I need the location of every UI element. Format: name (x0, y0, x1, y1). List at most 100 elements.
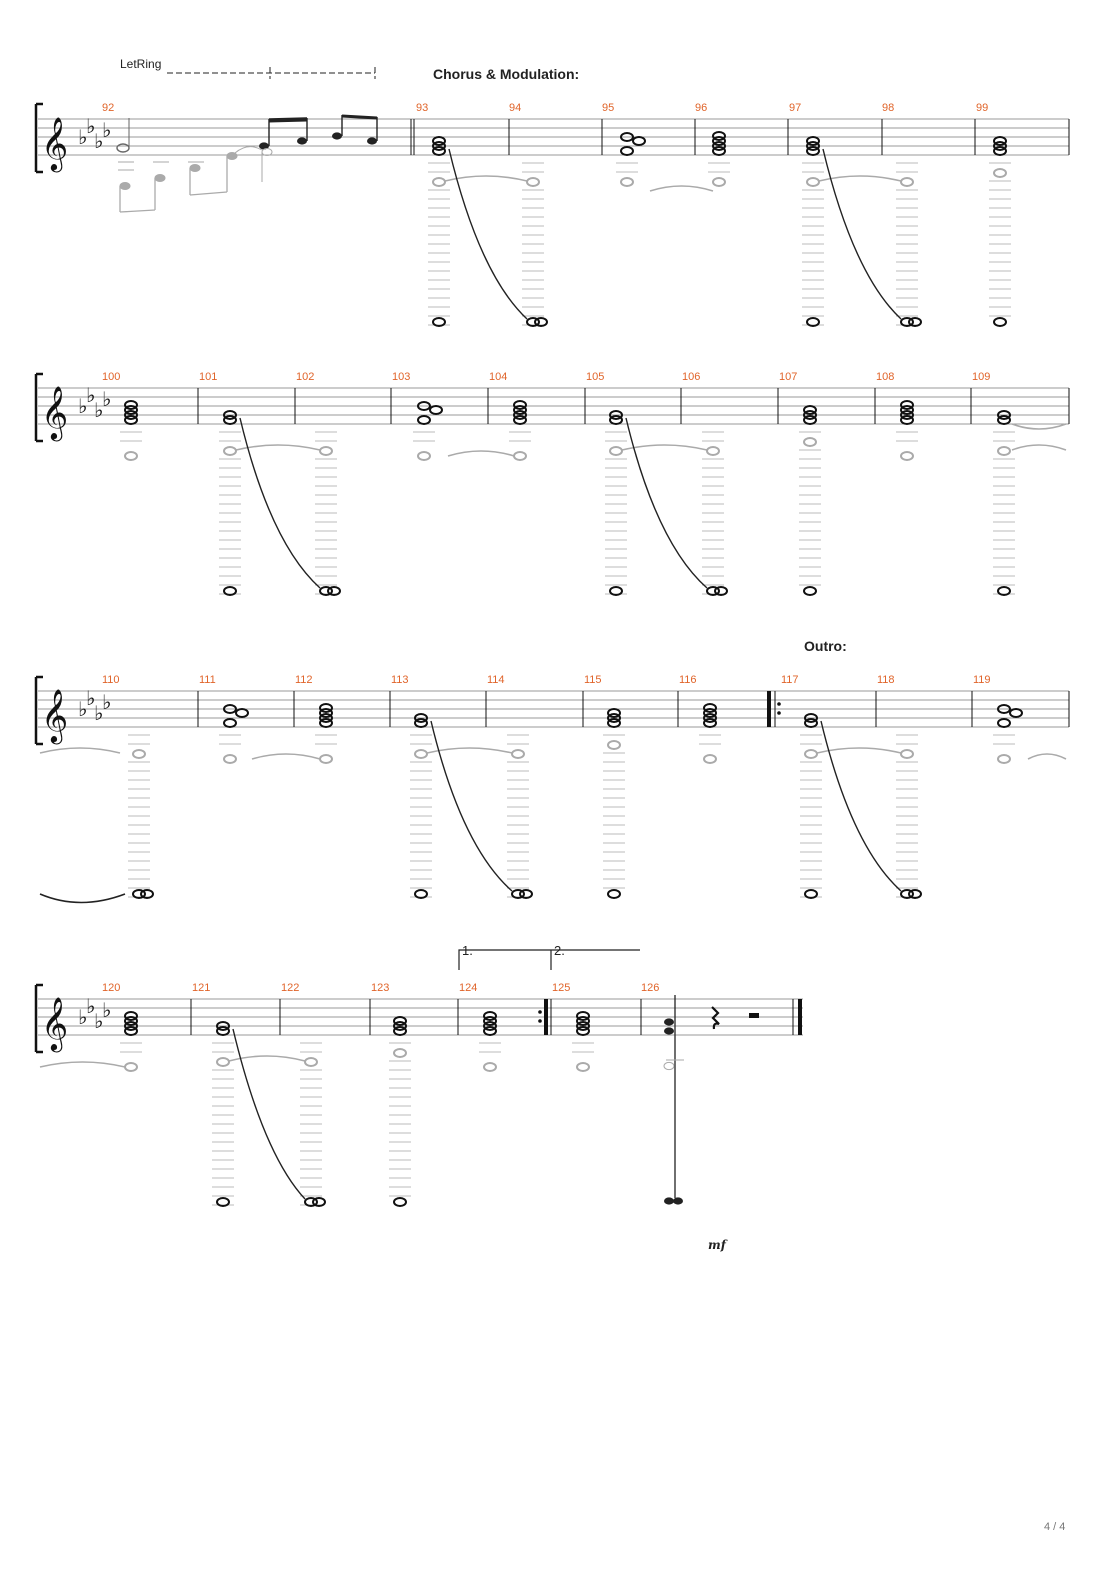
whole-note (997, 718, 1011, 728)
whole-note (900, 889, 914, 899)
whole-note (993, 136, 1007, 146)
whole-note (804, 889, 818, 899)
measure-number: 93 (416, 102, 428, 114)
measure-number: 109 (972, 371, 990, 383)
whole-note (513, 410, 527, 420)
measure-number: 121 (192, 982, 210, 994)
staff-system-4 (34, 949, 803, 1205)
measure-number: 98 (882, 102, 894, 114)
whole-note (526, 317, 540, 327)
whole-note (124, 1062, 138, 1072)
whole-note (417, 451, 431, 461)
let-ring-line (167, 67, 376, 79)
measure-number: 104 (489, 371, 507, 383)
whole-note (513, 451, 527, 461)
whole-note (216, 1057, 230, 1067)
whole-note (124, 400, 138, 410)
whole-note (513, 415, 527, 425)
whole-note (216, 1021, 230, 1031)
section-label-outro: Outro: (804, 638, 847, 654)
whole-note (319, 703, 333, 713)
whole-note (414, 889, 428, 899)
whole-note (900, 405, 914, 415)
whole-note (132, 889, 146, 899)
whole-note (804, 749, 818, 759)
whole-note (319, 713, 333, 723)
measure-number: 114 (487, 674, 505, 686)
whole-note (900, 400, 914, 410)
whole-note (223, 415, 237, 425)
whole-note (806, 317, 820, 327)
measure-number: 120 (102, 982, 120, 994)
whole-note (223, 586, 237, 596)
whole-note (124, 405, 138, 415)
whole-note (607, 718, 621, 728)
whole-note (900, 749, 914, 759)
dynamic-marking: mf (708, 1238, 728, 1252)
whole-note (576, 1021, 590, 1031)
whole-note (620, 146, 634, 156)
whole-note (607, 740, 621, 750)
measure-number: 122 (281, 982, 299, 994)
whole-note (132, 749, 146, 759)
measure-number: 105 (586, 371, 604, 383)
whole-note (319, 718, 333, 728)
whole-note (511, 889, 525, 899)
whole-note (319, 708, 333, 718)
whole-note (223, 410, 237, 420)
whole-note (432, 177, 446, 187)
whole-note (483, 1011, 497, 1021)
whole-note (703, 718, 717, 728)
whole-note (519, 889, 533, 899)
whole-note (124, 410, 138, 420)
whole-note (993, 141, 1007, 151)
measure-number: 118 (877, 674, 895, 686)
whole-note (803, 586, 817, 596)
whole-note (319, 754, 333, 764)
whole-note (393, 1026, 407, 1036)
whole-note (997, 410, 1011, 420)
whole-note (609, 415, 623, 425)
measure-number: 119 (973, 674, 991, 686)
whole-note (312, 1197, 326, 1207)
whole-note (803, 410, 817, 420)
measure-number: 124 (459, 982, 477, 994)
whole-note (511, 749, 525, 759)
measure-number: 125 (552, 982, 570, 994)
whole-note (319, 446, 333, 456)
whole-note (216, 1026, 230, 1036)
measure-number: 111 (199, 674, 216, 686)
chord-layer (39, 131, 1067, 1207)
whole-note (632, 136, 646, 146)
whole-note (703, 754, 717, 764)
whole-note (576, 1062, 590, 1072)
measure-number: 106 (682, 371, 700, 383)
measure-number: 95 (602, 102, 614, 114)
whole-note (712, 141, 726, 151)
measure-number: 112 (295, 674, 313, 686)
whole-note (620, 177, 634, 187)
staff-system-2 (34, 372, 1070, 443)
measure-number: 126 (641, 982, 659, 994)
whole-note (124, 451, 138, 461)
whole-note (483, 1016, 497, 1026)
whole-note (908, 317, 922, 327)
measure-number: 102 (296, 371, 314, 383)
whole-note (609, 410, 623, 420)
whole-note (414, 718, 428, 728)
whole-note (483, 1026, 497, 1036)
whole-note (534, 317, 548, 327)
whole-note (900, 177, 914, 187)
whole-note (712, 177, 726, 187)
whole-note (712, 131, 726, 141)
whole-note (576, 1011, 590, 1021)
let-ring-label: LetRing (120, 57, 161, 71)
whole-note (526, 177, 540, 187)
whole-note (417, 415, 431, 425)
volta-1-label: 1. (462, 943, 473, 958)
whole-note (223, 718, 237, 728)
whole-note (124, 1026, 138, 1036)
whole-note (993, 317, 1007, 327)
whole-note (900, 415, 914, 425)
